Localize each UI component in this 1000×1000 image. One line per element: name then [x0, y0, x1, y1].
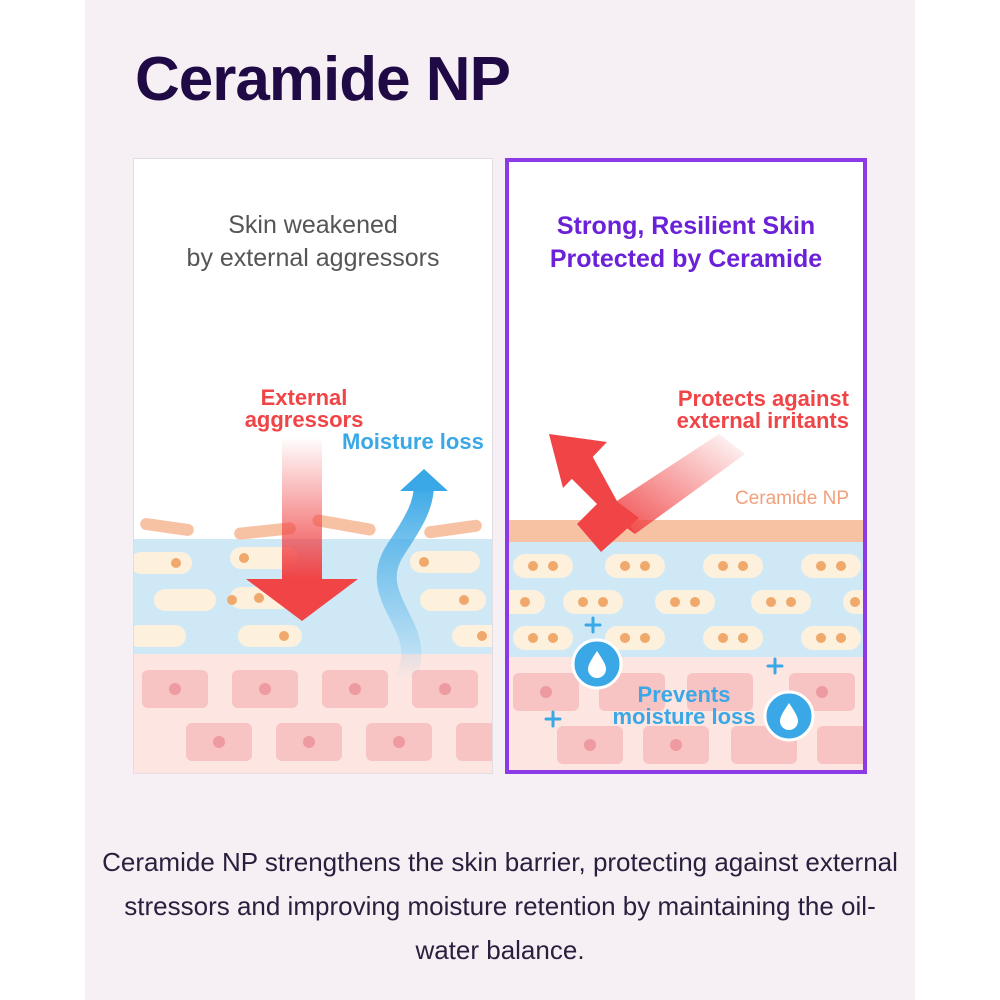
- weakened-skin-illustration: [134, 437, 492, 773]
- prevents-moisture-loss-line1: Prevents: [637, 682, 731, 707]
- external-aggressors-line2: aggressors: [244, 407, 364, 432]
- prevents-moisture-loss-line2: moisture loss: [612, 704, 756, 729]
- plus-icon: [544, 710, 562, 728]
- aggressor-arrow-head: [246, 579, 358, 621]
- weakened-skin-heading-line1: Skin weakened: [228, 211, 398, 239]
- skin-cell: [456, 723, 492, 761]
- skin-cell-nuclei: [540, 686, 828, 751]
- protected-skin-heading: Strong, Resilient Skin Protected by Cera…: [509, 210, 863, 276]
- irritant-arrow-corner: [577, 494, 639, 552]
- moisture-loss-arrow-head: [400, 469, 448, 491]
- broken-ceramide-fragments: [140, 514, 482, 540]
- protected-skin-heading-line1: Strong, Resilient Skin: [556, 212, 816, 240]
- plus-icons: [544, 616, 784, 728]
- water-drop-icon: [763, 690, 815, 742]
- protected-skin-heading-line2: Protected by Ceramide: [549, 245, 823, 273]
- irritant-arrow-head: [549, 434, 607, 488]
- protects-against-line1: Protects against: [677, 386, 849, 411]
- moisture-loss-arrow-shaft: [376, 474, 434, 689]
- plus-icon: [584, 616, 602, 634]
- page-title: Ceramide NP: [135, 45, 511, 114]
- aggressor-arrow-shaft: [282, 437, 322, 579]
- protected-skin-panel: Strong, Resilient Skin Protected by Cera…: [505, 158, 867, 774]
- description-text: Ceramide NP strengthens the skin barrier…: [102, 847, 898, 965]
- protects-against-line2: external irritants: [676, 408, 849, 433]
- water-drop-icon: [571, 638, 623, 690]
- skin-cell-nuclei: [169, 683, 451, 748]
- weakened-skin-heading-line2: by external aggressors: [186, 244, 440, 272]
- lipid-dots: [171, 553, 487, 641]
- lipid-cells: [509, 554, 863, 650]
- protects-against-label: Protects against external irritants: [639, 388, 849, 432]
- ceramide-np-label: Ceramide NP: [734, 488, 849, 509]
- irritant-arrow-outgoing: [565, 450, 635, 534]
- prevents-moisture-loss-label: Prevents moisture loss: [609, 684, 759, 728]
- external-aggressors-label: External aggressors: [224, 387, 384, 431]
- protected-skin-illustration: [509, 434, 863, 770]
- lipid-dots: [520, 561, 860, 643]
- irritant-arrow-incoming: [603, 434, 745, 534]
- weakened-skin-heading: Skin weakened by external aggressors: [134, 209, 492, 275]
- plus-icon: [766, 657, 784, 675]
- ceramide-barrier-layer: [509, 520, 863, 542]
- weakened-skin-panel: Skin weakened by external aggressors: [133, 158, 493, 774]
- moisture-loss-label: Moisture loss: [342, 429, 484, 454]
- external-aggressors-line1: External: [260, 385, 348, 410]
